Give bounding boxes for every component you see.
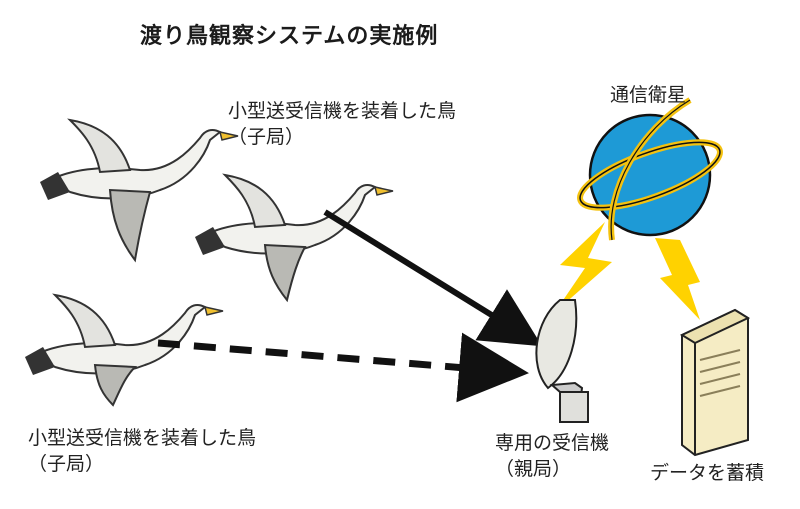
- receiver-label-line1: 専用の受信機: [495, 432, 610, 454]
- bird-icon-1: [40, 118, 239, 263]
- bird-icon-2: [195, 173, 394, 303]
- satellite-label: 通信衛星: [610, 84, 687, 106]
- bird-top-label-line1: 小型送受信機を装着した鳥: [228, 100, 457, 122]
- server-icon: [679, 308, 751, 457]
- lightning-icon-left: [555, 222, 612, 312]
- bird-bottom-label: 小型送受信機を装着した鳥 （子局）: [28, 425, 256, 477]
- bird-top-label: 小型送受信機を装着した鳥 （子局）: [228, 98, 456, 150]
- satellite-icon: [577, 97, 723, 241]
- bird-bottom-label-line2: （子局）: [28, 453, 105, 475]
- bird-icon-3: [25, 293, 224, 407]
- server-label: データを蓄積: [650, 462, 765, 484]
- diagram-title: 渡り鳥観察システムの実施例: [140, 24, 439, 49]
- lightning-icon-right: [655, 238, 700, 320]
- receiver-label-line2: （親局）: [495, 458, 572, 480]
- bird-bottom-label-line1: 小型送受信機を装着した鳥: [28, 427, 257, 449]
- solid-arrow: [323, 209, 543, 347]
- receiver-dish-icon: [535, 299, 589, 423]
- receiver-label: 専用の受信機 （親局）: [495, 430, 609, 482]
- dashed-arrow: [157, 332, 529, 403]
- bird-top-label-line2: （子局）: [228, 126, 305, 148]
